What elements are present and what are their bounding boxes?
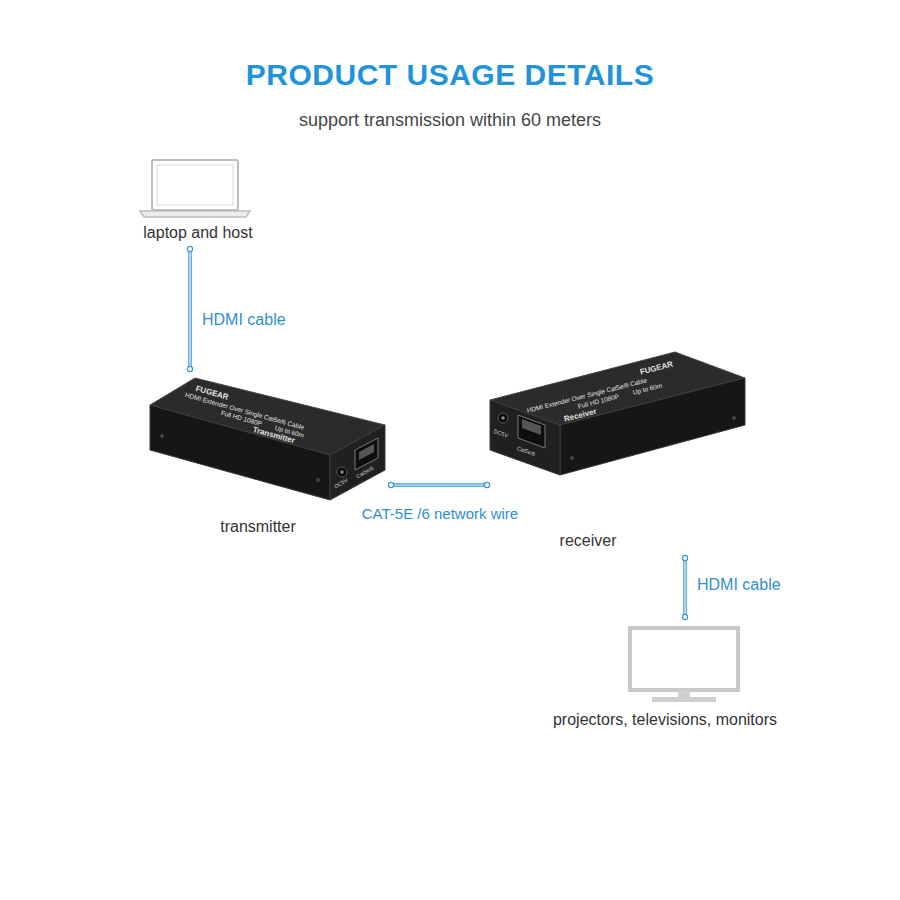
cable-plug (388, 482, 393, 487)
node-label: receiver (560, 532, 617, 550)
display-node: projectors, televisions, monitors (540, 620, 790, 735)
transmitter-device (150, 378, 385, 500)
brand-mark: FUGEAR (639, 360, 674, 377)
port-label: Cat5e/6 (355, 465, 375, 480)
cable-label: HDMI cable (695, 576, 783, 594)
transmitter-node: transmitter (145, 372, 388, 542)
device-print: HDMI Extender Over Single Cat5e/6 Cable (184, 391, 305, 431)
cable-plug (682, 614, 687, 619)
cable-core (684, 555, 685, 620)
cable-connector (187, 246, 192, 372)
node-label: transmitter (220, 518, 296, 536)
cable-core (388, 484, 490, 485)
cable-connector (388, 482, 490, 487)
cable-label: CAT-5E /6 network wire (360, 505, 520, 522)
cable-line (188, 246, 192, 372)
cable-connector (682, 555, 687, 620)
cable-core (189, 246, 190, 372)
cable-line (683, 555, 687, 620)
cable-plug (187, 366, 192, 371)
cable-line (388, 483, 490, 487)
port-label: DC5V (493, 428, 509, 439)
node-label: projectors, televisions, monitors (553, 711, 777, 729)
monitor-icon (630, 628, 738, 702)
cable-plug (484, 482, 489, 487)
laptop-node: laptop and host (125, 158, 265, 246)
port-label: Cat5e/6 (516, 445, 536, 457)
subtitle: support transmission within 60 meters (299, 110, 601, 131)
cable-label: HDMI cable (200, 311, 288, 329)
receiver-node: receiver (490, 340, 748, 555)
cable-plug (682, 555, 687, 560)
node-label: laptop and host (143, 224, 252, 242)
receiver-device (490, 352, 745, 475)
port-label: DC5V (333, 477, 349, 490)
cable-plug (187, 246, 192, 251)
laptop-icon (140, 160, 250, 217)
title-heading: PRODUCT USAGE DETAILS (0, 58, 900, 93)
